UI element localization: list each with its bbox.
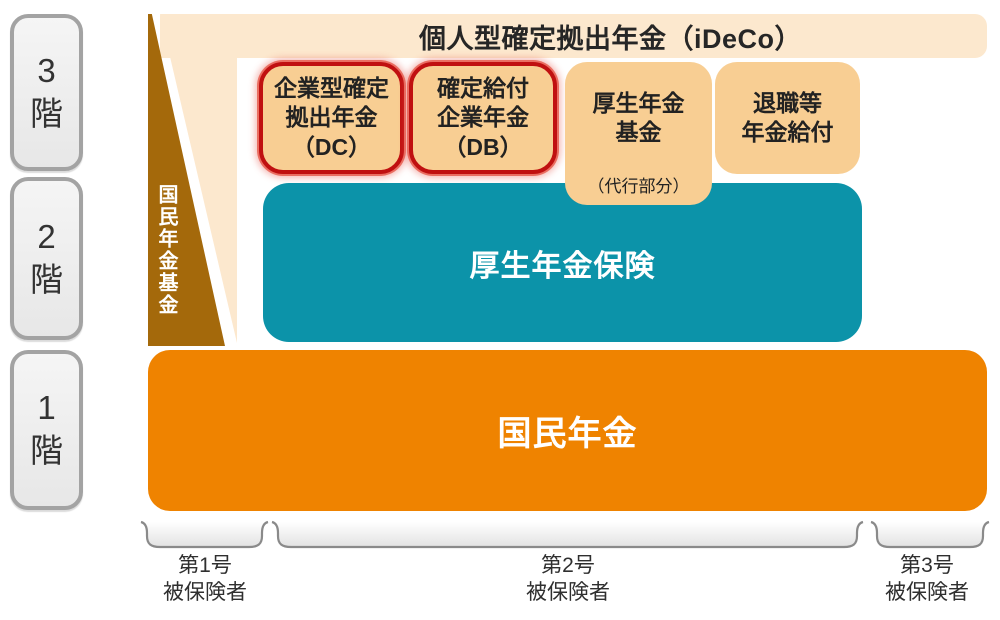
insured-group-1-label: 第1号 被保険者 — [163, 554, 247, 605]
ideco-band: 個人型確定拠出年金（iDeCo） — [160, 14, 987, 58]
insured-group-3-label: 第3号 被保険者 — [885, 554, 969, 605]
box-kosei-nenkin-kikin-label: 厚生年金 基金 — [592, 89, 685, 145]
floor-label-1: 1 階 — [10, 350, 83, 510]
ideco-band-label: 個人型確定拠出年金（iDeCo） — [418, 23, 802, 54]
insured-group-2-label: 第2号 被保険者 — [526, 554, 610, 605]
bracket-group-2 — [271, 520, 864, 549]
box-kokumin-nenkin: 国民年金 — [148, 350, 987, 511]
box-taishoku-nenkin-kyufu: 退職等 年金給付 — [715, 62, 860, 174]
box-daiko-bubun-label: （代行部分） — [587, 177, 690, 197]
box-kosei-nenkin-hoken-label: 厚生年金保険 — [469, 249, 656, 283]
bracket-group-1 — [140, 520, 269, 549]
box-kosei-nenkin-hoken: 厚生年金保険 — [263, 183, 862, 342]
box-kosei-nenkin-kikin: 厚生年金 基金 （代行部分） — [565, 62, 712, 205]
box-corporate-dc: 企業型確定 拠出年金 （DC） — [259, 62, 404, 174]
bracket-group-3 — [870, 520, 990, 549]
floor-label-2: 2 階 — [10, 177, 83, 340]
box-kokumin-nenkin-label: 国民年金 — [497, 415, 638, 453]
box-db: 確定給付 企業年金 （DB） — [409, 62, 557, 174]
kokumin-nenkin-kikin-label: 国民年金基金 — [155, 184, 177, 316]
floor-label-3: 3 階 — [10, 14, 83, 171]
